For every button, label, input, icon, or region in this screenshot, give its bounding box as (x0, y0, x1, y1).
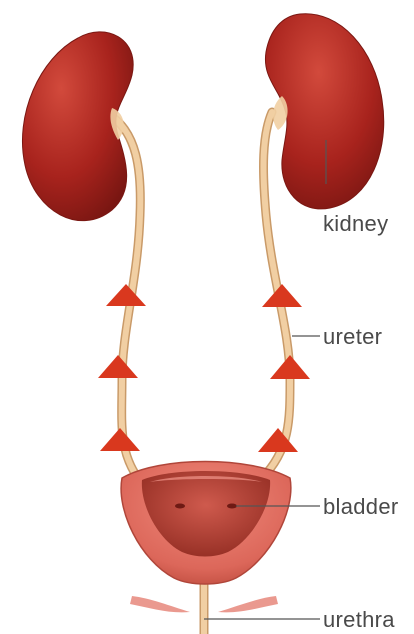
urethra-muscle-right (218, 596, 278, 612)
arrow-up-icon (100, 428, 140, 451)
arrow-up-icon (258, 428, 298, 452)
arrow-up-icon (98, 355, 138, 378)
arrow-up-icon (270, 355, 310, 379)
arrow-up-icon (262, 284, 302, 307)
kidney-label: kidney (323, 213, 388, 235)
urethra-muscle-left (130, 596, 190, 612)
ureter-opening-right (227, 504, 237, 509)
bladder-label: bladder (323, 496, 399, 518)
right-kidney-hilum (273, 96, 288, 130)
ureter-label: ureter (323, 326, 382, 348)
arrow-up-icon (106, 284, 146, 306)
ureter-opening-left (175, 504, 185, 509)
urethra-label: urethra (323, 609, 395, 631)
